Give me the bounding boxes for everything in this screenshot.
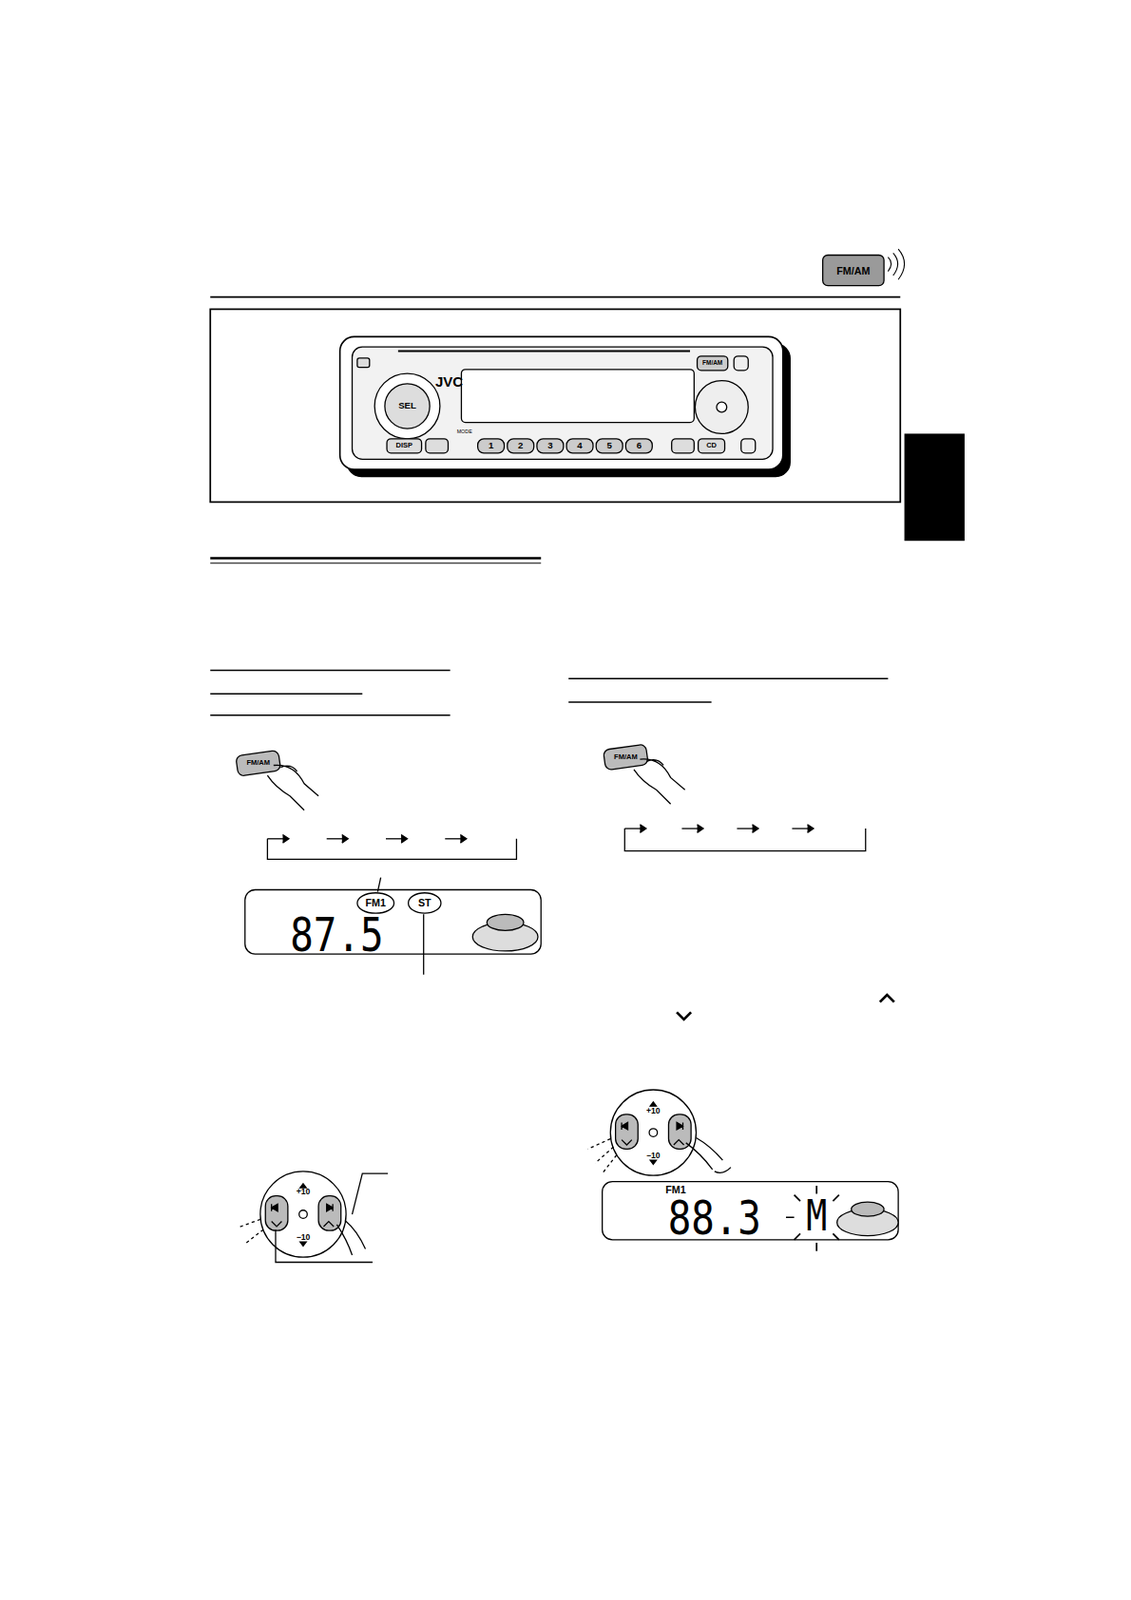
button-label: FM/AM [613, 753, 638, 762]
brand-logo: JVC [435, 374, 463, 389]
preset-number: 6 [636, 440, 642, 451]
frequency-readout: 87.5 [289, 912, 384, 959]
button-label: +10 [646, 1106, 661, 1115]
icon-label: FM/AM [836, 265, 870, 276]
button-label: +10 [296, 1188, 311, 1197]
button-label: −10 [646, 1150, 661, 1160]
preset-number: 1 [488, 440, 494, 451]
button-caption: MODE [457, 430, 473, 436]
button-label: FM/AM [246, 760, 270, 768]
button-label: FM/AM [702, 360, 723, 366]
button-label: CD [706, 442, 717, 451]
preset-number: 2 [517, 440, 523, 451]
button-label: −10 [296, 1232, 311, 1242]
frequency-readout: 88.3 [668, 1196, 762, 1244]
display-indicator: FM1 [364, 898, 385, 909]
display-indicator: FM1 [665, 1185, 686, 1196]
display-indicator: ST [418, 898, 432, 909]
preset-number: 3 [547, 440, 553, 451]
preset-number: 4 [576, 440, 582, 451]
memory-indicator: M [805, 1196, 827, 1239]
knob-label: SEL [398, 402, 417, 412]
button-label: DISP [396, 442, 414, 451]
preset-number: 5 [606, 440, 612, 451]
